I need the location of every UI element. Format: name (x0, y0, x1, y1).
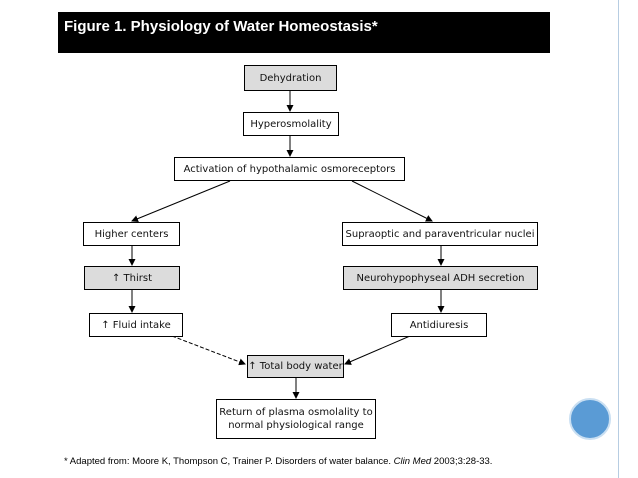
arrow-antidiuresis-body-water (344, 335, 411, 365)
node-total-body-water: ↑ Total body water (247, 355, 344, 378)
arrow-osmoreceptors-higher-centers (131, 180, 231, 222)
node-antidiuresis: Antidiuresis (391, 313, 487, 337)
node-hyperosmolality: Hyperosmolality (243, 112, 339, 136)
node-higher-centers: Higher centers (83, 222, 180, 246)
footnote-prefix: * Adapted from: Moore K, Thompson C, Tra… (64, 456, 394, 467)
node-return-osmolality: Return of plasma osmolality to normal ph… (216, 399, 376, 439)
node-return-line2: normal physiological range (228, 420, 364, 431)
node-total-body-water-label: ↑ Total body water (248, 361, 343, 372)
node-return-line1: Return of plasma osmolality to (219, 407, 373, 418)
node-hyperosmolality-label: Hyperosmolality (250, 118, 332, 130)
footnote-journal: Clin Med (393, 456, 432, 467)
node-fluid-intake: ↑ Fluid intake (89, 313, 183, 337)
node-osmoreceptors: Activation of hypothalamic osmoreceptors (174, 157, 405, 181)
arrow-osmoreceptors-nuclei (351, 180, 433, 222)
footnote-suffix: 2003;3:28-33. (431, 456, 493, 467)
arrow-fluid-intake-body-water (171, 335, 246, 366)
node-higher-centers-label: Higher centers (94, 228, 169, 240)
node-nuclei-label: Supraoptic and paraventricular nuclei (345, 228, 535, 240)
node-adh-secretion-label: Neurohypophyseal ADH secretion (356, 272, 525, 284)
figure-footnote: * Adapted from: Moore K, Thompson C, Tra… (64, 456, 492, 467)
node-osmoreceptors-label: Activation of hypothalamic osmoreceptors (183, 163, 396, 175)
figure-title: Figure 1. Physiology of Water Homeostasi… (58, 12, 550, 53)
node-dehydration: Dehydration (244, 65, 337, 91)
slide-accent-circle (569, 398, 611, 440)
slide-border-line (618, 0, 619, 478)
node-thirst: ↑ Thirst (84, 266, 180, 290)
node-dehydration-label: Dehydration (259, 72, 322, 84)
node-nuclei: Supraoptic and paraventricular nuclei (342, 222, 538, 246)
node-adh-secretion: Neurohypophyseal ADH secretion (343, 266, 538, 290)
node-thirst-label: ↑ Thirst (111, 272, 153, 284)
node-fluid-intake-label: ↑ Fluid intake (101, 319, 171, 331)
node-antidiuresis-label: Antidiuresis (409, 319, 469, 331)
